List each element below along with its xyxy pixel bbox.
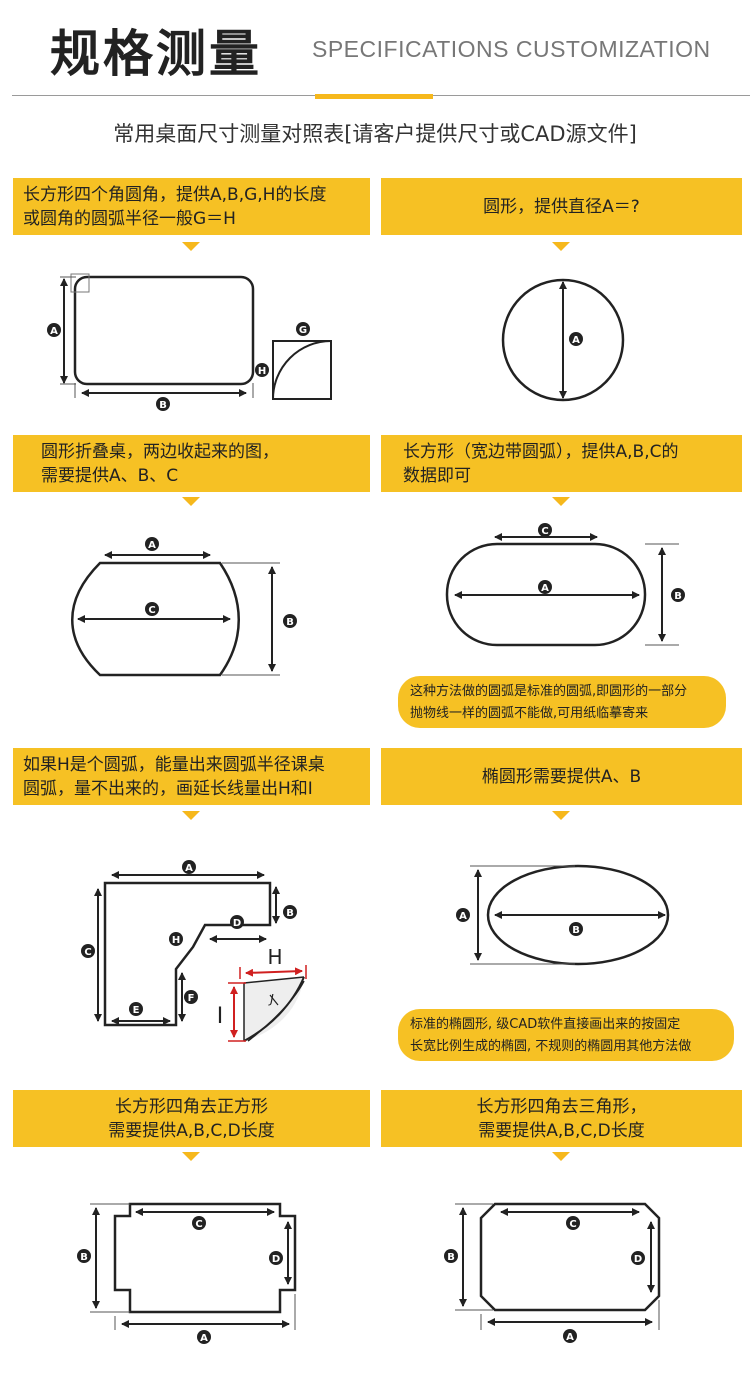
label-H-text: H [267,945,282,969]
svg-text:C: C [84,947,91,958]
page-title: 规格测量 [50,25,262,83]
label-C-badge: C [145,602,159,616]
down-arrow-icon [552,242,570,251]
label-A-badge: A [569,332,583,346]
diagram-rounded-rectangle: A B G H [47,273,332,411]
label-H-badge: H [255,363,269,377]
svg-text:H: H [258,366,266,377]
note-stadium: 这种方法做的圆弧是标准的圆弧,即圆形的一部分 抛物线一样的圆弧不能做,可用纸临摹… [398,676,726,728]
label-F-badge: F [184,990,198,1004]
svg-text:C: C [541,526,548,537]
label-G-badge: G [296,322,310,336]
down-arrow-icon [182,242,200,251]
svg-text:G: G [299,325,307,336]
diagram-ellipse: A B [456,864,670,966]
label-A-badge: A [47,323,61,337]
section-caption-ellipse: 椭圆形需要提供A、B [381,748,742,805]
label-C-badge: C [538,523,552,537]
svg-text:A: A [572,335,580,346]
label-A-badge: A [197,1330,211,1344]
svg-text:D: D [233,918,241,929]
label-A-badge: A [538,580,552,594]
svg-text:A: A [541,583,549,594]
label-C-badge: C [81,944,95,958]
label-B-badge: B [283,614,297,628]
label-B-badge: B [156,397,170,411]
caption-text: 长方形四个角圆角，提供A,B,G,H的长度 或圆角的圆弧半径一般G＝H [23,184,327,229]
note-ellipse: 标准的椭圆形, 级CAD软件直接画出来的按固定 长宽比例生成的椭圆, 不规则的椭… [398,1009,734,1061]
section-caption-square-cut: 长方形四角去正方形 需要提供A,B,C,D长度 [13,1090,370,1147]
label-J-text: J [268,992,274,1006]
diagram-stadium: C A B [445,523,685,647]
label-B-badge: B [77,1249,91,1263]
corner-detail-HI: H I J [217,945,307,1042]
label-H-badge: H [169,932,183,946]
label-B-badge: B [283,905,297,919]
page-subtitle: 常用桌面尺寸测量对照表[请客户提供尺寸或CAD源文件] [113,122,637,146]
svg-text:F: F [188,993,195,1004]
caption-text: 圆形，提供直径A＝? [483,196,640,217]
down-arrow-icon [182,497,200,506]
section-caption-stadium: 长方形（宽边带圆弧），提供A,B,C的 数据即可 [381,435,742,492]
svg-text:A: A [459,911,467,922]
svg-text:B: B [572,925,580,936]
svg-text:C: C [195,1219,202,1230]
label-D-badge: D [269,1251,283,1265]
caption-text: 长方形（宽边带圆弧），提供A,B,C的 数据即可 [403,441,679,486]
svg-text:B: B [286,617,294,628]
label-E-badge: E [129,1002,143,1016]
down-arrow-icon [552,1152,570,1161]
caption-text: 长方形四角去正方形 需要提供A,B,C,D长度 [108,1096,275,1141]
label-C-badge: C [192,1216,206,1230]
section-caption-rounded-rect: 长方形四个角圆角，提供A,B,G,H的长度 或圆角的圆弧半径一般G＝H [13,178,370,235]
section-caption-circle: 圆形，提供直径A＝? [381,178,742,235]
header-subtitle-en: SPECIFICATIONS CUSTOMIZATION [312,36,711,62]
label-B-badge: B [569,922,583,936]
label-B-badge: B [671,588,685,602]
section-caption-l-shape: 如果H是个圆弧，能量出来圆弧半径课桌 圆弧，量不出来的，画延长线量出H和I [13,748,370,805]
down-arrow-icon [182,811,200,820]
svg-text:B: B [447,1252,455,1263]
label-A-badge: A [563,1329,577,1343]
diagram-triangle-cut-rect: B C D A [444,1202,661,1343]
svg-text:B: B [80,1252,88,1263]
label-A-badge: A [145,537,159,551]
header-accent-bar [315,94,433,99]
svg-text:B: B [674,591,682,602]
svg-text:A: A [50,326,58,337]
section-caption-triangle-cut: 长方形四角去三角形， 需要提供A,B,C,D长度 [381,1090,742,1147]
svg-text:B: B [159,400,167,411]
svg-text:C: C [569,1219,576,1230]
section-caption-folding-table: 圆形折叠桌，两边收起来的图， 需要提供A、B、C [13,435,370,492]
caption-text: 圆形折叠桌，两边收起来的图， 需要提供A、B、C [41,441,279,486]
label-A-badge: A [182,860,196,874]
svg-text:E: E [133,1005,140,1016]
down-arrow-icon [552,497,570,506]
diagram-l-shape: A B C D H E F H I J [81,860,307,1042]
down-arrow-icon [182,1152,200,1161]
label-I-text: I [217,1004,224,1029]
svg-text:A: A [200,1333,208,1344]
caption-text: 椭圆形需要提供A、B [481,766,642,787]
diagram-square-cut-rect: B C D A [77,1202,297,1344]
svg-text:C: C [148,605,155,616]
svg-text:B: B [286,908,294,919]
label-A-badge: A [456,908,470,922]
caption-text: 如果H是个圆弧，能量出来圆弧半径课桌 圆弧，量不出来的，画延长线量出H和I [23,754,325,799]
svg-text:D: D [272,1254,280,1265]
caption-text: 长方形四角去三角形， 需要提供A,B,C,D长度 [476,1096,647,1141]
label-D-badge: D [631,1251,645,1265]
svg-text:A: A [566,1332,574,1343]
svg-text:A: A [185,863,193,874]
svg-text:H: H [172,935,180,946]
down-arrow-icon [552,811,570,820]
diagram-circle: A [501,278,625,402]
diagram-folding-table: A C B [71,537,297,677]
svg-text:A: A [148,540,156,551]
label-D-badge: D [230,915,244,929]
svg-text:D: D [634,1254,642,1265]
label-B-badge: B [444,1249,458,1263]
label-C-badge: C [566,1216,580,1230]
